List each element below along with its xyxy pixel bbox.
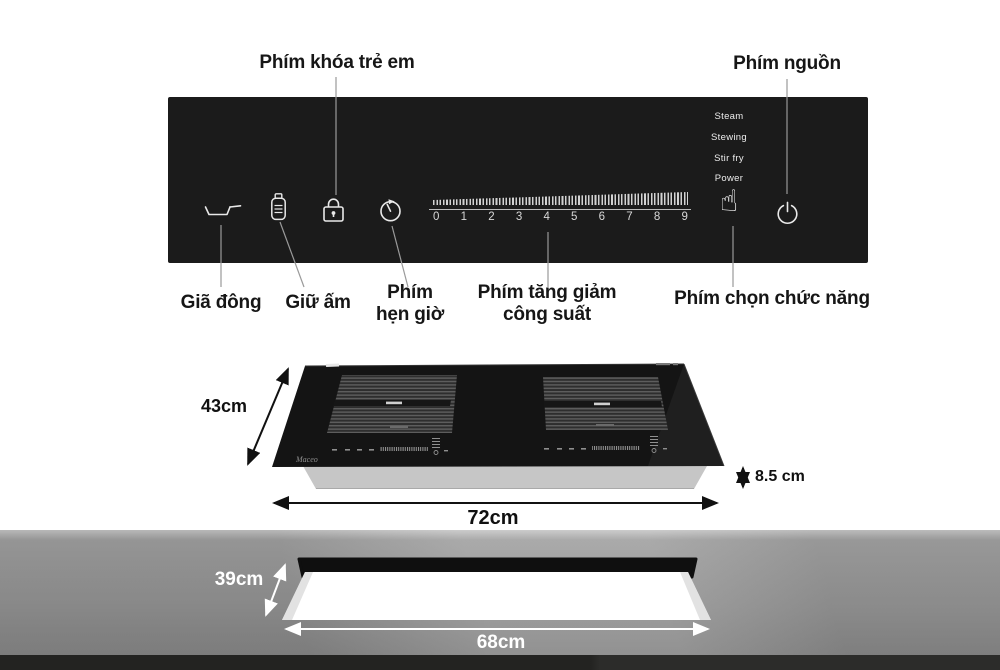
timer-icon (380, 199, 401, 222)
menu-item-steam: Steam (714, 111, 744, 122)
label-keep-warm: Giữ ấm (285, 292, 351, 313)
right-cooking-zone (543, 377, 668, 430)
pan-icon (204, 204, 242, 216)
dim-cutout-depth-39: 39cm (214, 569, 264, 590)
level-3: 3 (515, 211, 523, 223)
hand-pointer-icon: ☝ (720, 185, 739, 218)
label-child-lock: Phím khóa trẻ em (259, 52, 415, 73)
level-6: 6 (598, 211, 606, 223)
label-power-slider-line2: công suất (503, 303, 591, 325)
label-timer: Phím hẹn giờ (350, 282, 470, 325)
label-power-slider: Phím tăng giảm công suất (467, 282, 627, 325)
level-4: 4 (543, 211, 550, 223)
sticker-mark (326, 363, 340, 367)
dimension-arrows-black (247, 367, 750, 510)
level-1: 1 (460, 211, 468, 223)
model-mark (656, 363, 670, 366)
cooktop-graphic: Maceo (272, 363, 725, 489)
brand-logo: Maceo (295, 455, 318, 464)
cooktop-base (303, 466, 707, 489)
label-function-select: Phím chọn chức năng (674, 288, 870, 309)
menu-item-stirfry: Stir fry (714, 153, 744, 164)
power-slider-ramp (433, 192, 688, 205)
bottle-icon (271, 193, 286, 221)
menu-item-power: Power (714, 173, 744, 184)
menu-item-stewing: Stewing (711, 132, 747, 143)
level-9: 9 (681, 211, 688, 223)
power-level-scale: 0 1 2 3 4 5 6 7 8 9 (433, 211, 688, 223)
dim-height-85: 8.5 cm (755, 468, 805, 485)
right-zone-controls (544, 436, 667, 453)
power-slider-baseline (429, 209, 691, 210)
left-zone-controls (332, 438, 448, 455)
countertop-front-edge (0, 655, 1000, 670)
dim-width-72: 72cm (467, 507, 519, 529)
lock-icon (323, 198, 344, 222)
level-8: 8 (653, 211, 661, 223)
label-timer-line1: Phím (387, 282, 433, 303)
dim-depth-43: 43cm (200, 396, 248, 416)
level-5: 5 (571, 211, 578, 223)
label-power-key: Phím nguồn (733, 53, 841, 74)
dim-cutout-width-68: 68cm (476, 632, 526, 653)
left-cooking-zone (327, 375, 457, 433)
label-power-slider-line1: Phím tăng giảm (477, 282, 617, 303)
control-panel: 0 1 2 3 4 5 6 7 8 9 Steam Stewing Stir f… (168, 97, 868, 263)
label-timer-line2: hẹn giờ (375, 303, 445, 325)
cooktop-glass (272, 364, 724, 467)
level-0: 0 (433, 211, 440, 223)
label-defrost: Giã đông (180, 292, 262, 313)
level-7: 7 (626, 211, 633, 223)
power-icon (777, 201, 798, 225)
level-2: 2 (488, 211, 495, 223)
